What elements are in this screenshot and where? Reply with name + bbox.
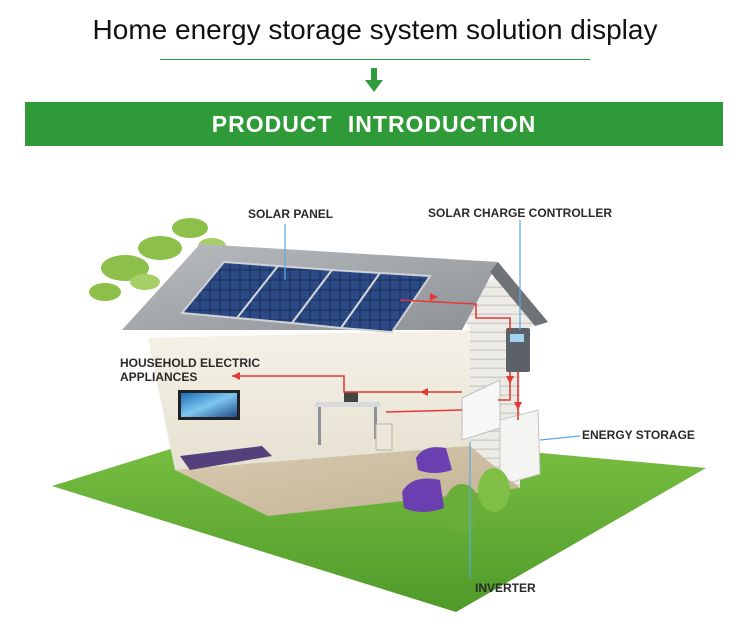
tree-branches <box>89 218 226 301</box>
sofa <box>180 446 272 470</box>
desk <box>315 392 393 451</box>
roof-edge <box>490 262 548 326</box>
solar-panels <box>180 260 432 334</box>
label-solar-panel: SOLAR PANEL <box>248 207 334 221</box>
label-pointers <box>284 220 581 578</box>
house-illustration <box>52 218 706 612</box>
energy-flow-lines <box>232 299 519 420</box>
banner-title: PRODUCT INTRODUCTION <box>211 110 537 137</box>
label-inverter: INVERTER <box>475 581 536 595</box>
energy-storage-unit <box>499 409 541 483</box>
shrubs <box>444 468 510 532</box>
section-banner: PRODUCT INTRODUCTION <box>25 102 723 146</box>
label-energy-storage: ENERGY STORAGE <box>582 428 695 442</box>
flow-arrowheads <box>232 293 522 410</box>
title-divider <box>160 59 590 60</box>
armchairs <box>402 447 452 512</box>
page-title: Home energy storage system solution disp… <box>92 14 658 45</box>
down-arrow-icon <box>365 68 383 92</box>
label-charge-controller: SOLAR CHARGE CONTROLLER <box>428 206 612 220</box>
label-appliances: HOUSEHOLD ELECTRIC APPLIANCES <box>120 356 261 384</box>
